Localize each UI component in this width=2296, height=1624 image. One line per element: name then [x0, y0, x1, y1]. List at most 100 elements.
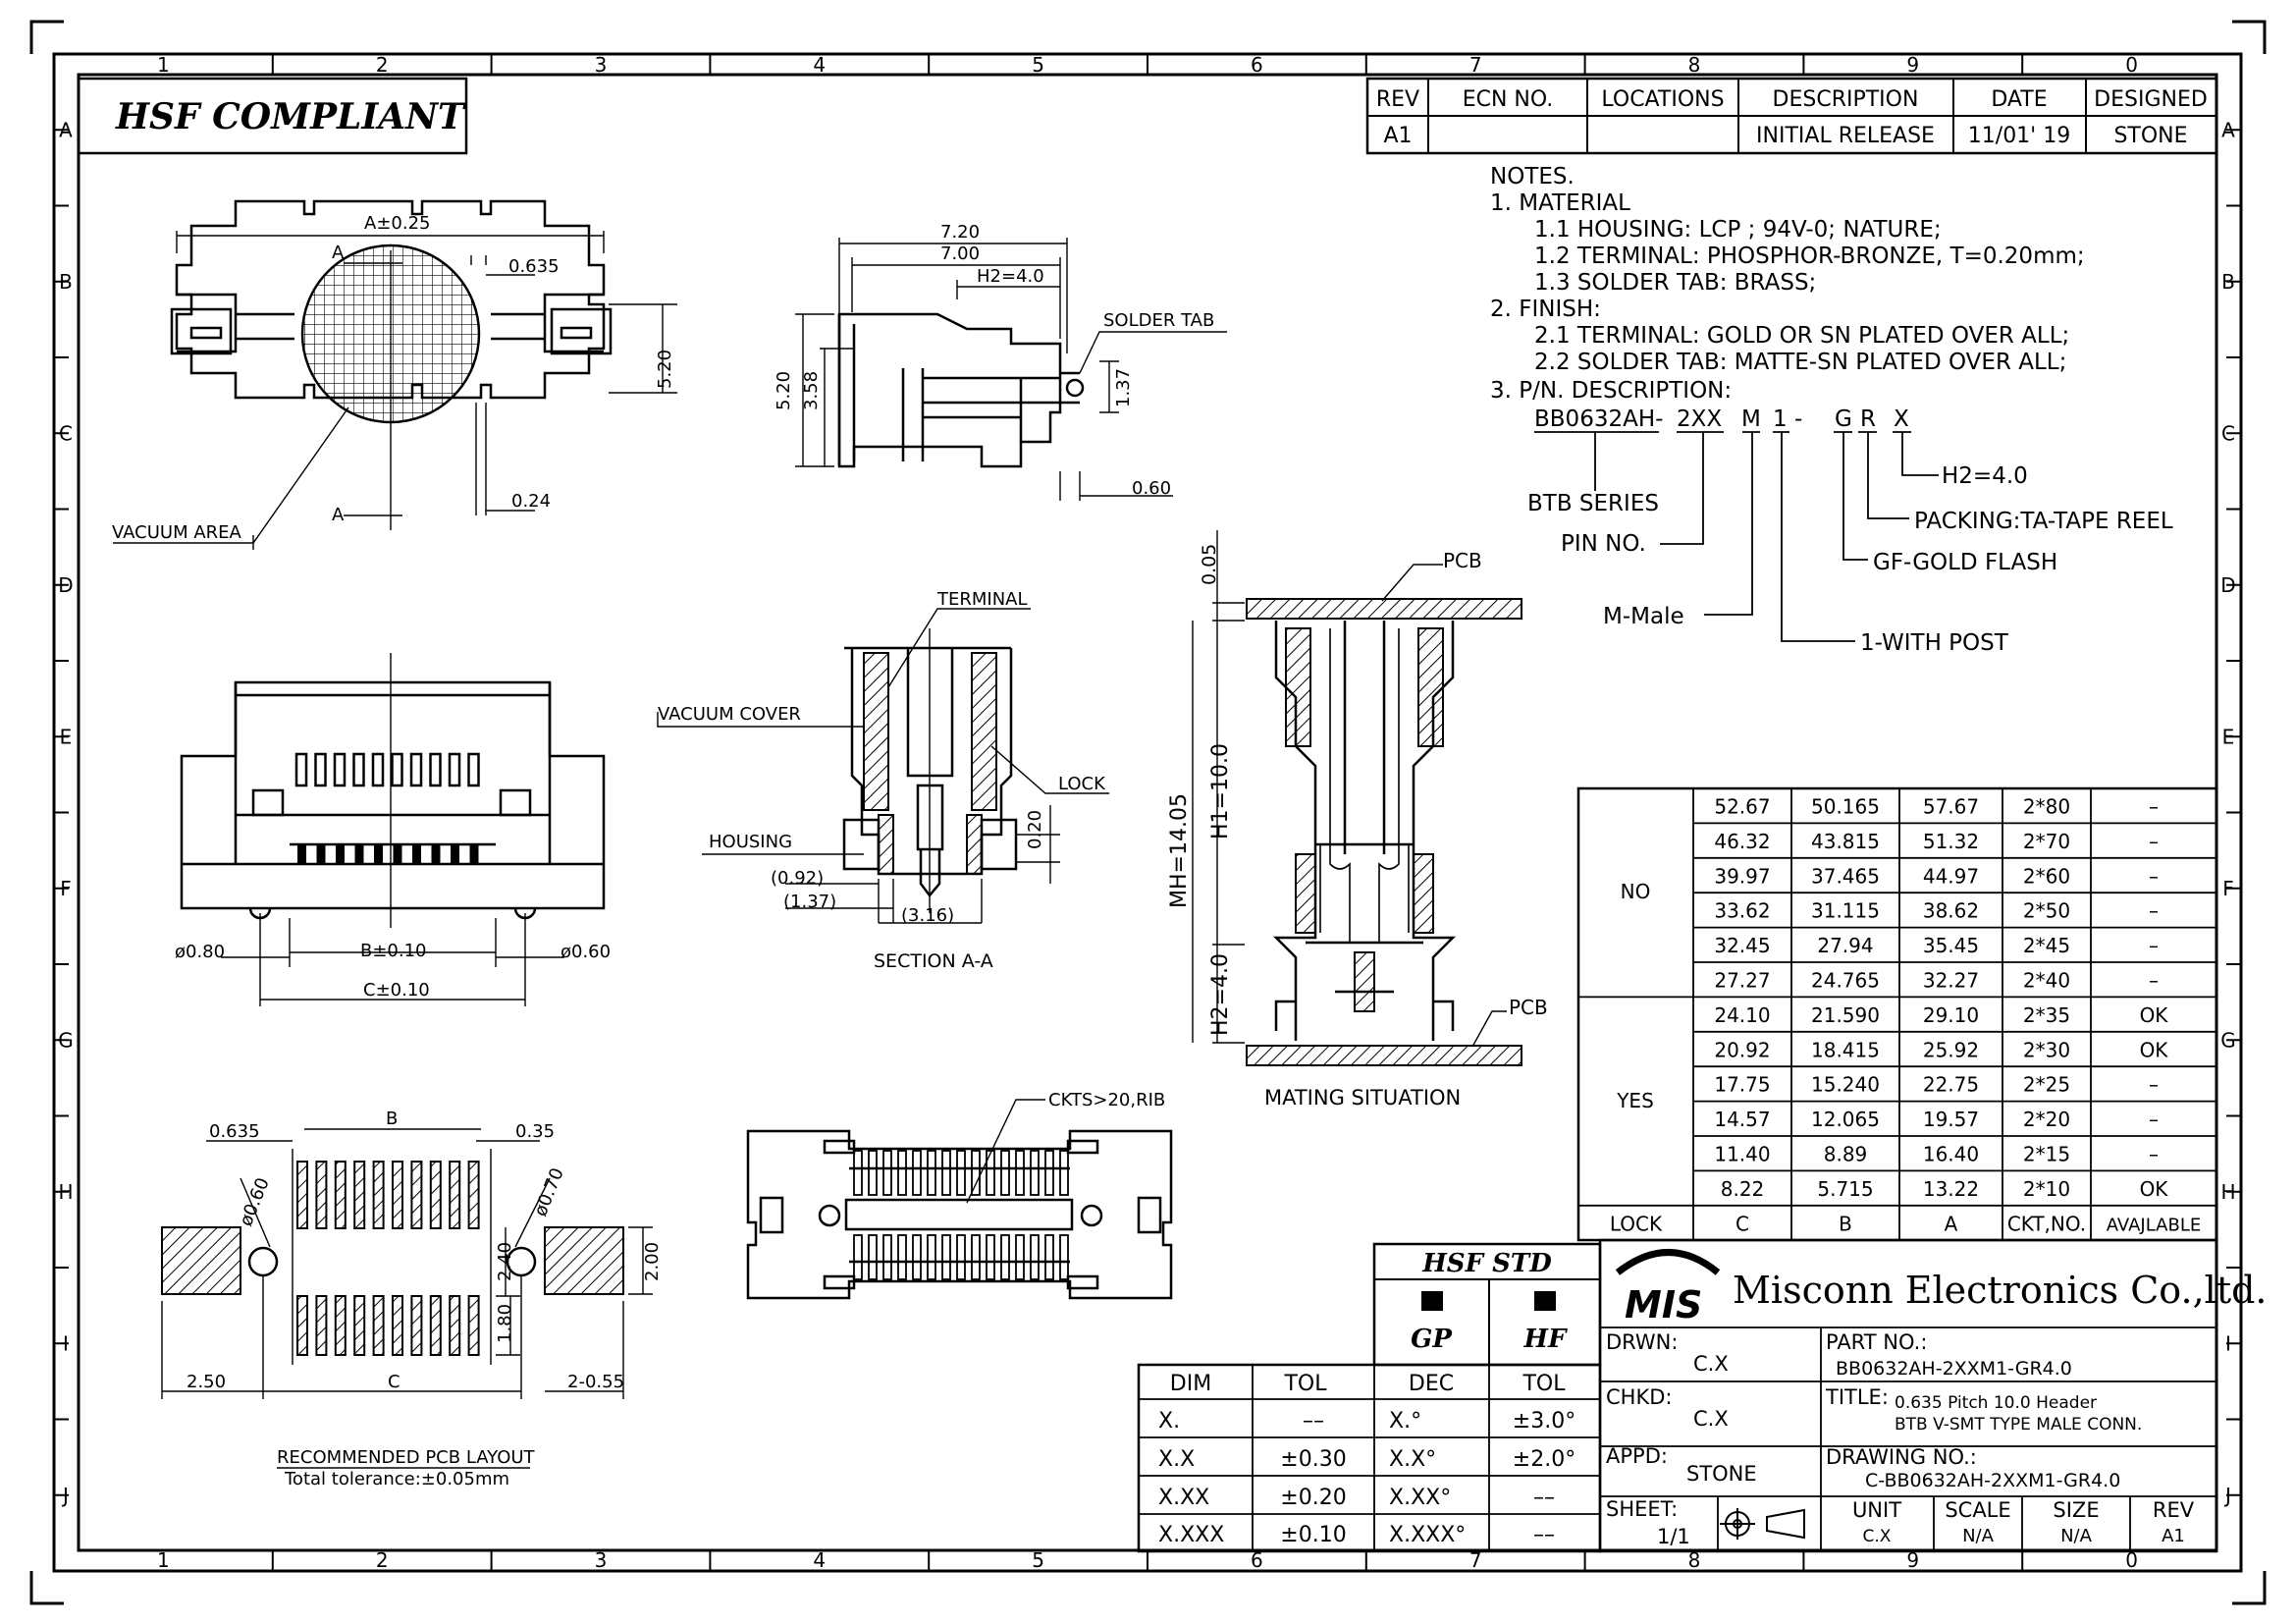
pcb-tolerance: Total tolerance:±0.05mm: [284, 1469, 509, 1489]
zone-number-top: 6: [1251, 53, 1263, 77]
table-cell: –: [2149, 934, 2159, 957]
table-cell: 2*50: [2023, 899, 2070, 923]
compliance-label: HSF COMPLIANT: [115, 96, 466, 137]
bottom-contact: [1059, 1150, 1069, 1196]
front-solder-pins: [297, 844, 479, 864]
notes-line: 1. MATERIAL: [1490, 190, 1630, 216]
terminal-slot: [429, 752, 442, 787]
pn-one: 1 -: [1773, 406, 1802, 432]
notes-line: 1.1 HOUSING: LCP ; 94V-0; NATURE;: [1534, 217, 1942, 243]
terminal-slot: [448, 752, 461, 787]
section-title: SECTION A-A: [874, 950, 993, 972]
bottom-contact: [868, 1234, 878, 1280]
bottom-contact: [941, 1234, 951, 1280]
tol-cell: X.°: [1389, 1409, 1421, 1434]
ecn-header: ECN NO.: [1463, 87, 1554, 112]
pcb-pad: [315, 1295, 328, 1356]
title-line1: 0.635 Pitch 10.0 Header: [1895, 1393, 2097, 1413]
pcb-pad: [353, 1161, 366, 1229]
zone-number-bottom: 7: [1469, 1548, 1482, 1572]
notes: NOTES. 1. MATERIAL 1.1 HOUSING: LCP ; 94…: [1490, 164, 2173, 656]
scale-value: N/A: [1962, 1526, 1995, 1546]
table-cell: 11.40: [1714, 1142, 1770, 1165]
table-cell: –: [2149, 830, 2159, 853]
title-block: MIS Misconn Electronics Co.,ltd. DRWN: C…: [1598, 1238, 2268, 1553]
terminal-slot: [314, 752, 327, 787]
pcb-pad: [296, 1295, 308, 1356]
pcb-dim-phi060: ø0.60: [236, 1175, 274, 1229]
pcb-pad: [334, 1295, 347, 1356]
pcb-pad: [429, 1161, 442, 1229]
rev-label: REV: [2153, 1498, 2195, 1522]
bottom-contact: [956, 1150, 966, 1196]
table-cell: 43.815: [1811, 830, 1880, 853]
bottom-contact: [1059, 1234, 1069, 1280]
description-value: INITIAL RELEASE: [1756, 124, 1935, 148]
table-cell: 33.62: [1714, 899, 1770, 923]
pcb-pad: [392, 1161, 403, 1229]
table-cell: 2*20: [2023, 1108, 2070, 1131]
appd-label: APPD:: [1606, 1444, 1668, 1468]
bottom-contact: [882, 1234, 892, 1280]
tol-cell: X.X: [1158, 1447, 1195, 1472]
rev-value: A1: [1383, 124, 1412, 148]
bottom-contact: [1015, 1150, 1025, 1196]
pn-pin-no-label: PIN NO.: [1561, 531, 1646, 557]
tol-header-dec: DEC: [1409, 1372, 1454, 1396]
bottom-contact: [986, 1234, 995, 1280]
terminal-slot: [352, 752, 365, 787]
pn-r: R: [1860, 406, 1876, 432]
section-a-top: A: [332, 243, 345, 263]
company-name: Misconn Electronics Co.,ltd.: [1733, 1269, 2268, 1312]
pcb-pad: [296, 1161, 308, 1229]
section-a-bottom: A: [332, 505, 345, 525]
table-cell: –: [2149, 1073, 2159, 1097]
solder-pin: [393, 844, 402, 864]
terminal-slot: [294, 752, 308, 787]
zone-number-top: 9: [1906, 53, 1919, 77]
pcb-dim-pitch: 0.635: [209, 1121, 260, 1142]
table-cell: 8.89: [1824, 1142, 1868, 1165]
pn-with-post-label: 1-WITH POST: [1860, 630, 2009, 656]
pcb-pad: [315, 1161, 328, 1229]
vacuum-cover-label: VACUUM COVER: [658, 704, 801, 725]
tol-cell: ±0.10: [1280, 1523, 1346, 1547]
table-cell: –: [2149, 794, 2159, 818]
table-cell: 2*30: [2023, 1038, 2070, 1061]
designed-header: DESIGNED: [2094, 87, 2208, 112]
housing-label: HOUSING: [709, 832, 792, 852]
date-value: 11/01' 19: [1968, 124, 2070, 148]
dim-020: 0.20: [1025, 810, 1045, 849]
bottom-contact: [971, 1150, 981, 1196]
pcb-pad: [392, 1295, 403, 1356]
dim-pitch: 0.635: [508, 256, 560, 277]
bottom-contact: [1044, 1150, 1054, 1196]
table-cell: 39.97: [1714, 864, 1770, 888]
zone-letter-left: C: [59, 421, 73, 445]
section-a-a: TERMINAL VACUUM COVER LOCK HOUSING 0.20 …: [657, 589, 1109, 972]
table-cell: 52.67: [1714, 794, 1770, 818]
bottom-contact: [868, 1150, 878, 1196]
terminal-slot: [467, 752, 480, 787]
table-cell: 50.165: [1811, 794, 1880, 818]
bottom-contact: [912, 1150, 922, 1196]
bottom-contact: [1000, 1150, 1010, 1196]
tol-cell: ±3.0°: [1513, 1409, 1575, 1434]
zone-letter-left: J: [61, 1484, 69, 1507]
bottom-contact: [1044, 1234, 1054, 1280]
pn-male-label: M-Male: [1603, 604, 1684, 629]
pcb-pads: [296, 1161, 480, 1356]
pcb-dim-b: B: [386, 1109, 398, 1129]
appd-value: STONE: [1686, 1462, 1757, 1486]
hsf-std-block: HSF STD GP HF: [1372, 1242, 1602, 1367]
solder-pin: [354, 844, 364, 864]
solder-pin: [316, 844, 326, 864]
bottom-contact: [853, 1234, 863, 1280]
bottom-contact: [927, 1234, 936, 1280]
notes-line: 1.3 SOLDER TAB: BRASS;: [1534, 270, 1816, 296]
zone-number-bottom: 5: [1032, 1548, 1044, 1572]
zone-number-bottom: 2: [376, 1548, 389, 1572]
table-cell: 27.94: [1817, 934, 1873, 957]
terminal-slot: [391, 752, 403, 787]
